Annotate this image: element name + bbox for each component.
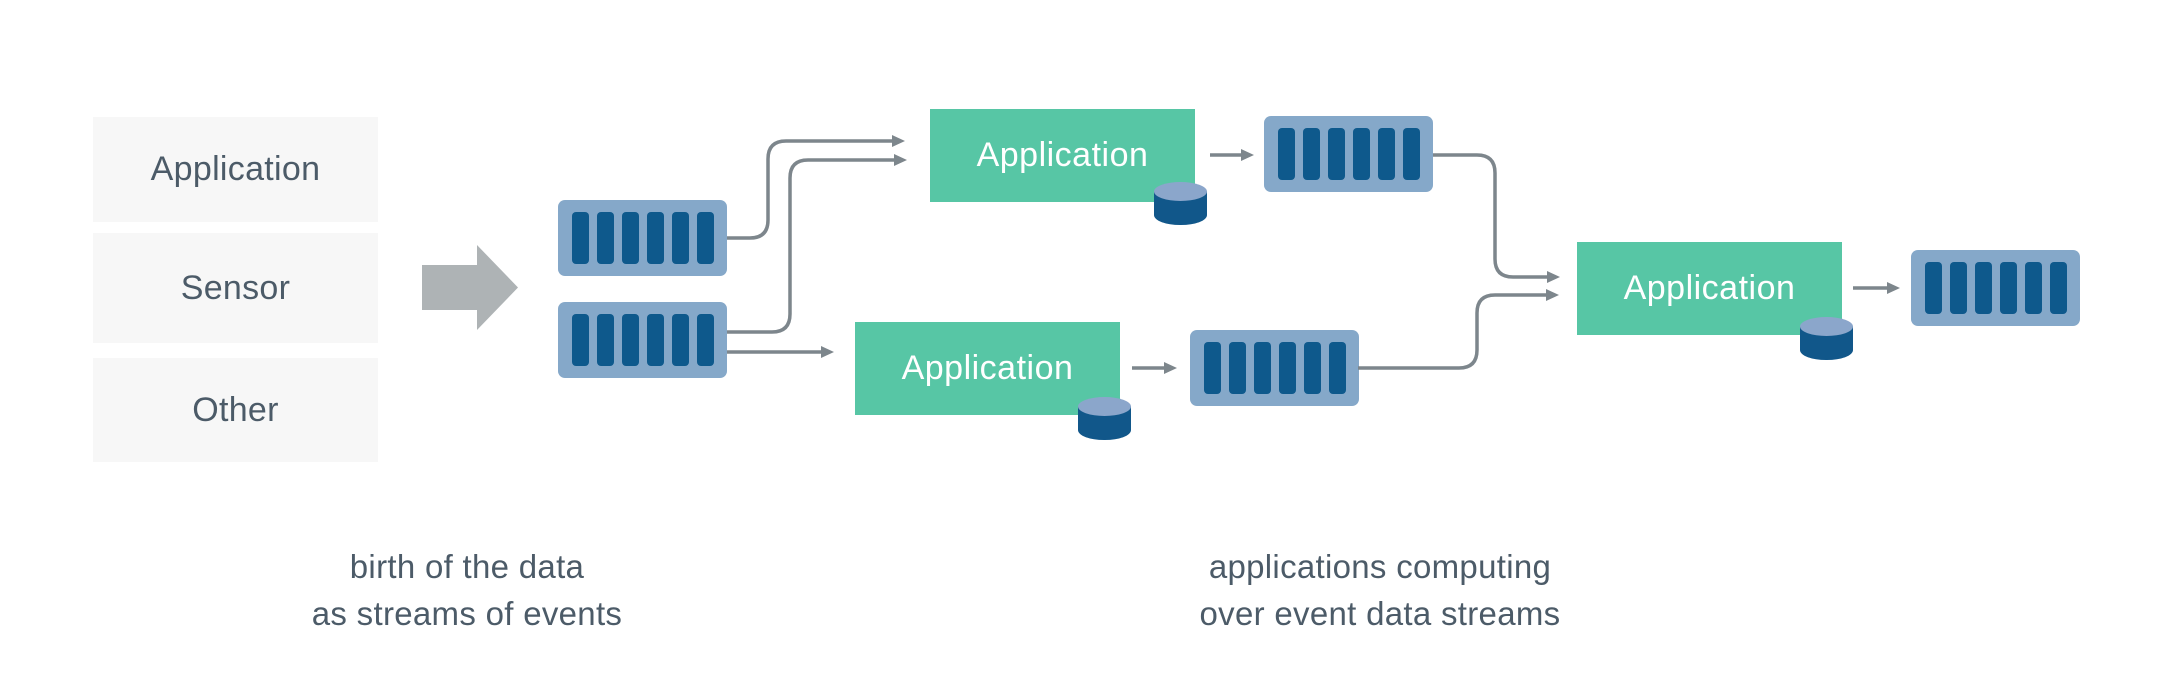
stream-bar xyxy=(671,314,689,366)
stream-bar xyxy=(1999,262,2017,314)
connector-stream4-to-app-final xyxy=(1433,153,1560,283)
stream-bar xyxy=(1924,262,1942,314)
stream-bar xyxy=(1303,342,1321,394)
stream-bar xyxy=(1402,128,1420,180)
stream-bar xyxy=(646,314,664,366)
source-box-sensor: Sensor xyxy=(93,233,378,343)
stream-bar xyxy=(1278,342,1296,394)
stream-bar xyxy=(621,212,639,264)
app-node-bottom: Application xyxy=(855,322,1120,415)
big-flow-arrow-icon xyxy=(422,245,518,330)
stream-bar xyxy=(1352,128,1370,180)
event-stream-icon xyxy=(1911,250,2080,326)
stream-bar xyxy=(571,212,589,264)
source-box-application: Application xyxy=(93,117,378,222)
stream-bar xyxy=(571,314,589,366)
stream-bar xyxy=(671,212,689,264)
caption-line: over event data streams xyxy=(1199,595,1561,632)
caption-line: applications computing xyxy=(1208,548,1552,585)
source-label: Application xyxy=(150,150,321,188)
app-node-label: Application xyxy=(901,349,1074,387)
source-label: Other xyxy=(192,390,279,429)
cylinder-top xyxy=(1154,182,1207,201)
source-box-other: Other xyxy=(93,358,378,462)
stream-bar xyxy=(1203,342,1221,394)
stream-bar xyxy=(1974,262,1992,314)
stream-bar xyxy=(1327,128,1345,180)
database-cylinder-icon xyxy=(1800,317,1853,360)
event-stream-icon xyxy=(1190,330,1359,406)
event-stream-icon xyxy=(558,302,727,378)
stream-bar xyxy=(1302,128,1320,180)
event-stream-icon xyxy=(558,200,727,276)
stream-bar xyxy=(621,314,639,366)
app-node-label: Application xyxy=(976,136,1149,174)
stream-bar xyxy=(1228,342,1246,394)
cylinder-top xyxy=(1078,397,1131,416)
database-cylinder-icon xyxy=(1154,182,1207,225)
stream-bar xyxy=(696,314,714,366)
stream-bar xyxy=(596,212,614,264)
stream-bar xyxy=(2049,262,2067,314)
cylinder-top xyxy=(1800,317,1853,336)
stream-bar xyxy=(1253,342,1271,394)
caption-birth-of-data: birth of the data as streams of events xyxy=(167,543,767,637)
database-cylinder-icon xyxy=(1078,397,1131,440)
event-stream-icon xyxy=(1264,116,1433,192)
source-label: Sensor xyxy=(180,268,291,307)
app-node-final: Application xyxy=(1577,242,1842,335)
stream-bar xyxy=(696,212,714,264)
caption-applications-computing: applications computing over event data s… xyxy=(1080,543,1680,637)
connector-stream1-to-app-top xyxy=(727,135,905,240)
app-node-top: Application xyxy=(930,109,1195,202)
caption-line: as streams of events xyxy=(311,595,623,632)
stream-bar xyxy=(1949,262,1967,314)
stream-bar xyxy=(596,314,614,366)
connector-stream2-to-app-top xyxy=(727,154,907,334)
caption-line: birth of the data xyxy=(349,548,585,585)
stream-bar xyxy=(1328,342,1346,394)
stream-bar xyxy=(2024,262,2042,314)
stream-bar xyxy=(1377,128,1395,180)
connector-stream3-to-app-final xyxy=(1358,289,1559,370)
stream-bar xyxy=(646,212,664,264)
app-node-label: Application xyxy=(1623,269,1796,307)
stream-bar xyxy=(1277,128,1295,180)
